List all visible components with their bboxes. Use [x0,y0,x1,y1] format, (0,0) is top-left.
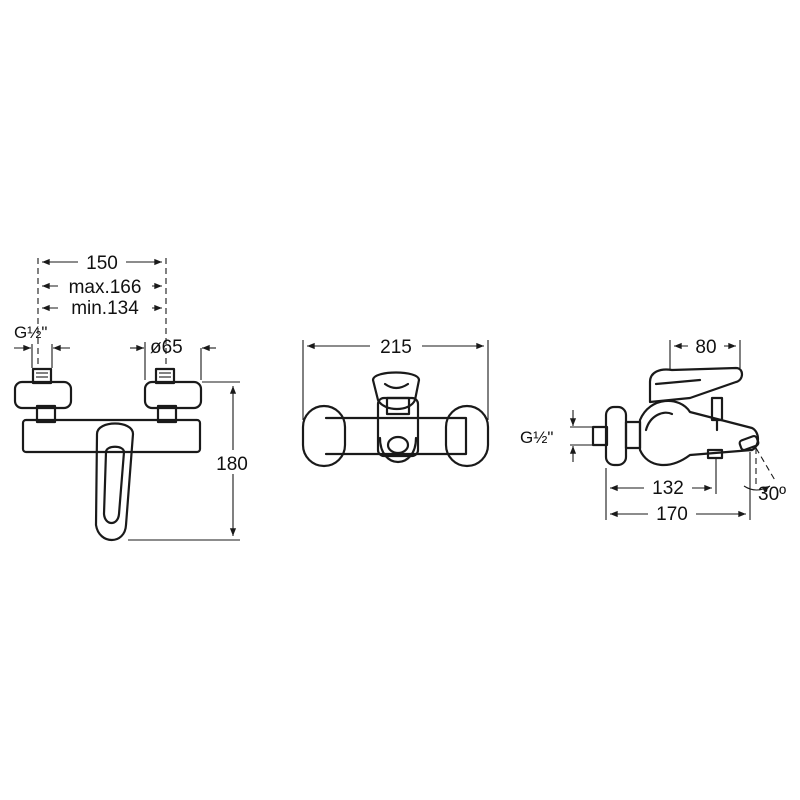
dim-side-170: 170 [656,504,688,525]
side-body [638,399,760,467]
dim-side-thread: G½" [520,428,553,447]
dim-front-max166: max.166 [69,277,142,298]
dim-front-min134: min.134 [71,298,139,319]
front-mixer-body [21,418,202,454]
dim-front-thread: G½" [14,323,47,342]
side-diverter [710,396,724,422]
top-view: 215 [301,334,490,468]
side-escutcheon [604,405,628,467]
dim-side-30deg: 30º [758,484,786,505]
top-mixer-body [324,416,468,456]
front-lever-handle [94,422,135,541]
top-lever [371,371,421,411]
top-spout [378,436,418,464]
front-right-connector [156,404,178,424]
front-left-connector [35,404,57,424]
dim-top-215: 215 [380,337,412,358]
front-right-escutcheon [143,380,203,410]
side-view: G½" 80 132 170 30º [520,334,786,526]
dim-side-132: 132 [652,478,684,499]
top-left-escutcheon [301,404,347,468]
front-left-escutcheon [13,380,73,410]
side-lever [648,366,744,404]
dim-front-dia65: ø65 [150,337,183,358]
front-view: 150 max.166 min.134 G½" ø65 180 [13,250,256,541]
top-right-escutcheon [444,404,490,468]
front-left-nut [31,367,53,385]
dim-front-180: 180 [216,454,248,475]
dim-side-80: 80 [695,337,716,358]
front-right-nut [154,367,176,385]
dim-front-150: 150 [86,253,118,274]
